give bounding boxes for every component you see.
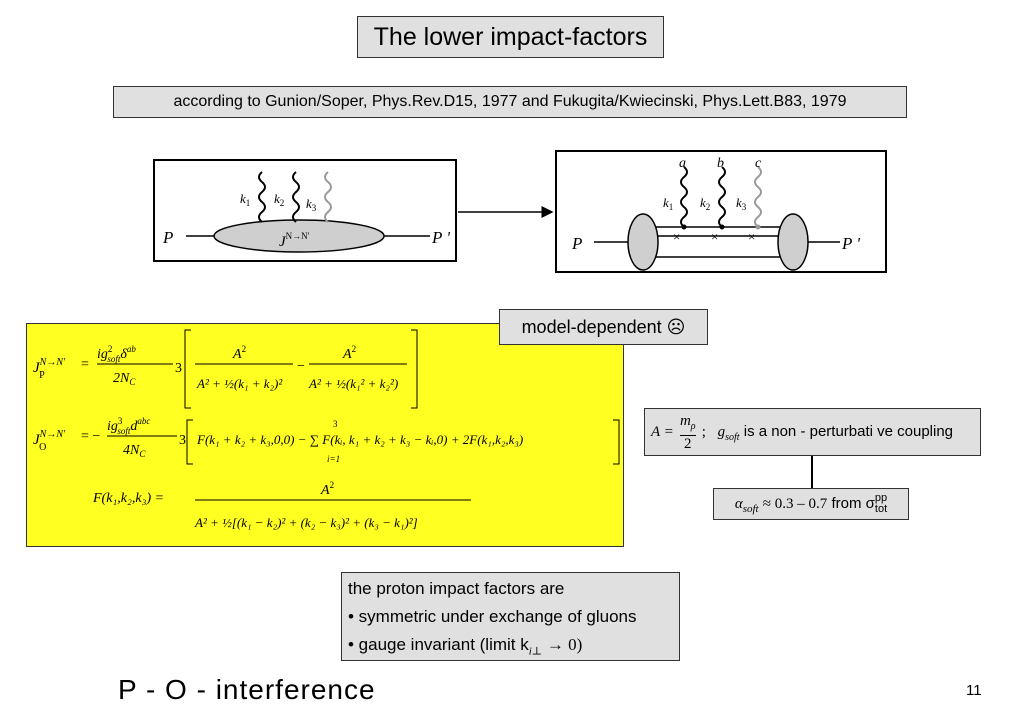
f-num: A2 — [320, 480, 334, 498]
gluon-a — [680, 166, 688, 228]
right-diagram-frame — [555, 150, 887, 273]
vertex-a — [681, 224, 687, 230]
svg-text:=: = — [81, 357, 89, 372]
cross-mark-3: × — [748, 229, 755, 244]
connector-line — [811, 456, 813, 488]
left-k3-label: k3 — [306, 196, 317, 213]
proton-impact-box: the proton impact factors are • symmetri… — [341, 572, 680, 661]
jo-three: 3 — [179, 433, 186, 448]
proton-line-1: the proton impact factors are — [348, 579, 565, 598]
gluon-k1 — [258, 171, 266, 223]
model-dependent-label: model-dependent ☹ — [499, 309, 708, 345]
blob-label: JN→N' — [279, 231, 310, 250]
jp-frac2-den: A² + ½(k₁² + k₂²) — [308, 376, 398, 391]
gluon-b — [718, 166, 726, 228]
right-k1-label: k1 — [663, 195, 673, 212]
right-p-in-label: P — [571, 234, 582, 253]
right-p-out-label: P ' — [841, 234, 860, 253]
proton-line-2: • symmetric under exchange of gluons — [348, 607, 637, 626]
vertex-b — [719, 224, 725, 230]
proton-line-3: • gauge invariant (limit ki⊥ → 0) — [348, 635, 583, 658]
jp-frac1-num: A2 — [232, 344, 246, 362]
sum-top: 3 — [333, 419, 338, 429]
sum-bottom: i=1 — [327, 454, 340, 464]
jo-bracket-right — [613, 419, 620, 465]
feynman-diagrams: P P ' k1 k2 k3 JN→N' × × × a b c k1 k2 k… — [153, 150, 887, 273]
left-k2-label: k2 — [274, 191, 284, 208]
jp-frac2-num: A2 — [342, 344, 356, 362]
impact-factor-blob — [213, 219, 385, 253]
proton-blob-out — [777, 213, 809, 271]
right-k3-label: k3 — [736, 195, 747, 212]
jo-lhs: JN→N'O — [33, 429, 66, 453]
gluon-k2 — [292, 171, 300, 223]
cross-mark-2: × — [711, 229, 718, 244]
label-c: c — [755, 156, 762, 171]
right-k2-label: k2 — [700, 195, 710, 212]
label-a: a — [679, 156, 686, 171]
jp-bracket-right — [411, 329, 418, 409]
left-diagram: P P ' k1 k2 k3 JN→N' — [153, 159, 457, 262]
vertex-c — [755, 224, 761, 230]
jp-prefactor-den: 2NC — [113, 371, 136, 387]
reference-box: according to Gunion/Soper, Phys.Rev.D15,… — [113, 86, 907, 118]
jp-three: 3 — [175, 361, 182, 376]
coupling-g: gsoft — [717, 424, 740, 443]
jp-bracket-left — [184, 329, 191, 409]
proton-blob-in — [627, 213, 659, 271]
footer-title: P - O - interference — [118, 674, 376, 705]
f-den: A² + ½[(k₁ − k₂)² + (k₂ − k₃)² + (k₃ − k… — [194, 515, 418, 530]
gluon-k3 — [324, 171, 332, 223]
coupling-box: A = mρ 2 ; gsoft is a non - perturbati v… — [644, 408, 981, 456]
gluon-c — [754, 166, 762, 228]
page-number: 11 — [966, 682, 982, 699]
jp-lhs: JN→N'P — [33, 357, 66, 381]
jo-bracket-content: F(k₁ + k₂ + k₃,0,0) − ∑ F(kᵢ, k₁ + k₂ + … — [196, 432, 523, 447]
left-k1-label: k1 — [240, 191, 250, 208]
f-lhs: F(k₁,k₂,k₃) = — [92, 491, 164, 506]
slide-title: The lower impact-factors — [357, 16, 664, 58]
svg-text:= −: = − — [81, 429, 100, 444]
cross-mark-1: × — [673, 229, 680, 244]
coupling-fraction: mρ 2 — [679, 412, 696, 452]
coupling-text: is a non - perturbati ve coupling — [743, 423, 954, 440]
jo-bracket-left — [186, 419, 193, 465]
jp-frac1-den: A² + ½(k₁ + k₂)² — [196, 376, 283, 391]
coupling-A: A = — [651, 424, 674, 440]
right-diagram: × × × a b c k1 k2 k3 P P ' — [555, 150, 887, 273]
left-p-out-label: P ' — [431, 228, 450, 247]
label-b: b — [717, 156, 724, 171]
jo-prefactor-den: 4NC — [123, 443, 146, 459]
left-p-in-label: P — [162, 228, 173, 247]
svg-text:−: − — [297, 359, 305, 374]
